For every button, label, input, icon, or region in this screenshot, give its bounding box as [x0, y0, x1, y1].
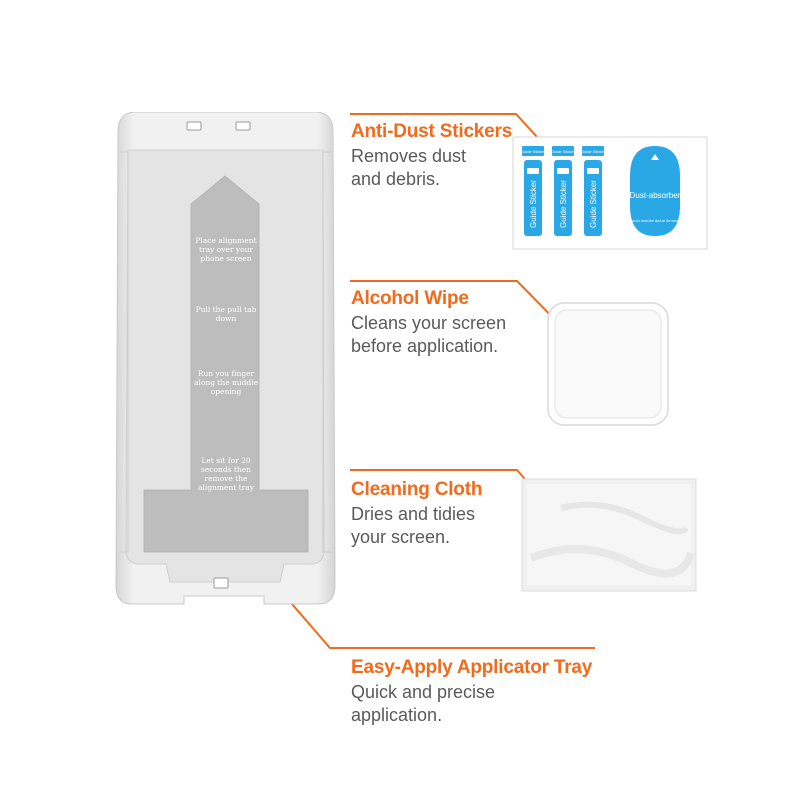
cleaning-cloth-image — [521, 478, 697, 592]
applicator-tray-title: Easy-Apply Applicator Tray — [351, 657, 593, 678]
anti-dust-stickers-image: Guide Sticker Guide Sticker Guide Sticke… — [512, 136, 708, 250]
cleaning-cloth-desc-line2: your screen. — [351, 527, 451, 547]
guide-sticker-top-3: Guide Sticker — [581, 149, 606, 154]
callout-alcohol-wipe: Alcohol Wipe Cleans your screen before a… — [351, 288, 506, 358]
dust-absorber-hint: Used to clean the dust on the screen — [629, 219, 681, 223]
applicator-tray-desc-line2: application. — [351, 705, 443, 725]
applicator-tray-image — [114, 111, 337, 606]
cleaning-cloth-desc: Dries and tidies your screen. — [351, 503, 482, 549]
callout-cleaning-cloth: Cleaning Cloth Dries and tidies your scr… — [351, 479, 482, 549]
anti-dust-stickers-title: Anti-Dust Stickers — [351, 121, 513, 142]
applicator-tray-desc: Quick and precise application. — [351, 681, 592, 727]
cleaning-cloth-desc-line1: Dries and tidies — [351, 504, 476, 524]
alcohol-wipe-desc: Cleans your screen before application. — [351, 312, 506, 358]
cleaning-cloth-title: Cleaning Cloth — [351, 479, 483, 500]
guide-sticker-strip-2: Guide Sticker — [559, 180, 568, 228]
tray-step-1: Place alignment tray over your phone scr… — [195, 236, 257, 263]
dust-absorber-label: Dust-absorber — [630, 191, 681, 200]
guide-sticker-top-1: Guide Sticker — [521, 149, 546, 154]
anti-dust-stickers-desc-line2: and debris. — [351, 169, 441, 189]
anti-dust-stickers-desc-line1: Removes dust — [351, 146, 467, 166]
alcohol-wipe-desc-line1: Cleans your screen — [351, 313, 507, 333]
tray-step-4: Let sit for 20 seconds then remove the a… — [198, 456, 254, 492]
callout-anti-dust-stickers: Anti-Dust Stickers Removes dust and debr… — [351, 121, 512, 191]
callout-applicator-tray: Easy-Apply Applicator Tray Quick and pre… — [351, 657, 592, 727]
tray-step-2: Pull the pull tab down — [195, 305, 257, 323]
guide-sticker-strip-1: Guide Sticker — [529, 180, 538, 228]
alcohol-wipe-desc-line2: before application. — [351, 336, 499, 356]
guide-sticker-strip-3: Guide Sticker — [589, 180, 598, 228]
anti-dust-stickers-desc: Removes dust and debris. — [351, 145, 512, 191]
applicator-tray-desc-line1: Quick and precise — [351, 682, 496, 702]
alcohol-wipe-title: Alcohol Wipe — [351, 288, 469, 309]
tray-step-3: Run you finger along the middle opening — [193, 369, 259, 396]
guide-sticker-top-2: Guide Sticker — [551, 149, 576, 154]
alcohol-wipe-image — [547, 302, 669, 426]
